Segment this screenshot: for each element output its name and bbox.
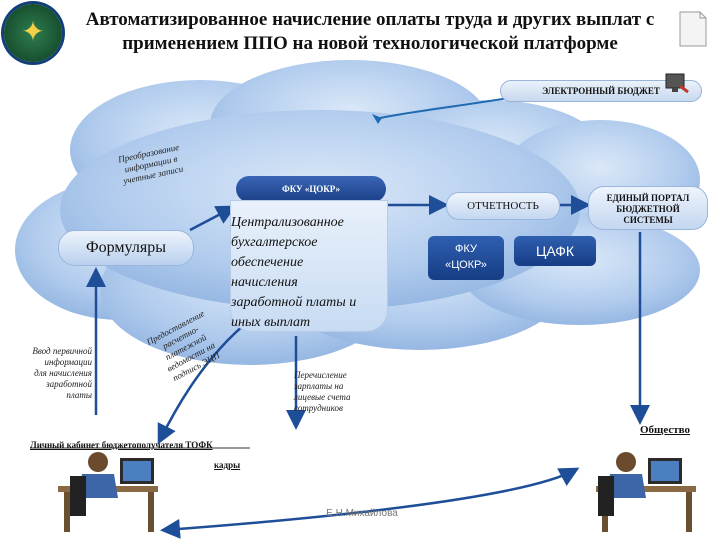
fku-cokr-header: ФКУ «ЦОКР» <box>236 176 386 202</box>
formulary-box: Формуляры <box>58 230 194 266</box>
annotation-line: лицевые счета <box>294 392 351 402</box>
computer-icon <box>665 73 689 94</box>
central-line: Централизованное <box>231 215 344 230</box>
page-title: Автоматизированное начисление оплаты тру… <box>70 8 670 56</box>
annotation-line: информации <box>44 357 92 367</box>
annotation-vvod: Ввод первичной информации для начисления… <box>4 346 92 401</box>
central-line: обеспечение <box>231 255 304 270</box>
title-line-2: применением ППО на новой технологической… <box>122 33 618 54</box>
annotation-perechislenie: Перечисление зарплаты на лицевые счета с… <box>294 370 384 414</box>
central-line: начисления <box>231 275 298 290</box>
annotation-line: для начисления <box>34 368 92 378</box>
central-line: иных выплат <box>231 315 311 330</box>
fku-line: «ЦОКР» <box>445 259 487 271</box>
arrow-bottom-curve <box>160 467 580 539</box>
arrow-preobraz <box>189 205 237 232</box>
annotation-line: платы <box>66 390 92 400</box>
personal-cabinet-label: Личный кабинет бюджетополучателя ТОФК <box>30 440 213 450</box>
eagle-icon: ✦ <box>21 15 45 48</box>
fku-line: ФКУ <box>455 243 477 255</box>
portal-line: БЮДЖЕТНОЙ <box>616 204 680 214</box>
author-footer: Е.Н.Михайлова <box>326 508 398 519</box>
reporting-box: ОТЧЕТНОСТЬ <box>446 192 560 220</box>
cafk-box: ЦАФК <box>514 236 596 266</box>
central-line: бухгалтерское <box>231 235 318 250</box>
title-line-1: Автоматизированное начисление оплаты тру… <box>85 9 655 30</box>
electronic-budget-banner: ЭЛЕКТРОННЫЙ БЮДЖЕТ <box>500 80 702 102</box>
document-icon[interactable] <box>678 10 708 48</box>
operator-left-illustration <box>58 452 158 532</box>
society-label: Общество <box>639 424 690 436</box>
annotation-line: Ввод первичной <box>32 346 92 356</box>
annotation-line: зарплаты на <box>294 381 344 391</box>
annotation-line: Перечисление <box>294 370 347 380</box>
annotation-line: сотрудников <box>294 403 343 413</box>
emblem-logo: ✦ <box>4 4 62 62</box>
fku-cokr-box: ФКУ «ЦОКР» <box>428 236 504 280</box>
central-line: заработной платы и <box>231 295 357 310</box>
central-accounting-box: Централизованное бухгалтерское обеспечен… <box>230 200 388 332</box>
personnel-label: кадры <box>214 460 241 470</box>
unified-portal-box: ЕДИНЫЙ ПОРТАЛ БЮДЖЕТНОЙ СИСТЕМЫ <box>588 186 708 230</box>
annotation-line: заработной <box>46 379 92 389</box>
plug-icon <box>372 114 382 124</box>
portal-line: СИСТЕМЫ <box>623 215 673 225</box>
operator-right-illustration <box>596 452 696 532</box>
arrow-predost <box>157 319 251 445</box>
portal-line: ЕДИНЫЙ ПОРТАЛ <box>606 193 690 203</box>
